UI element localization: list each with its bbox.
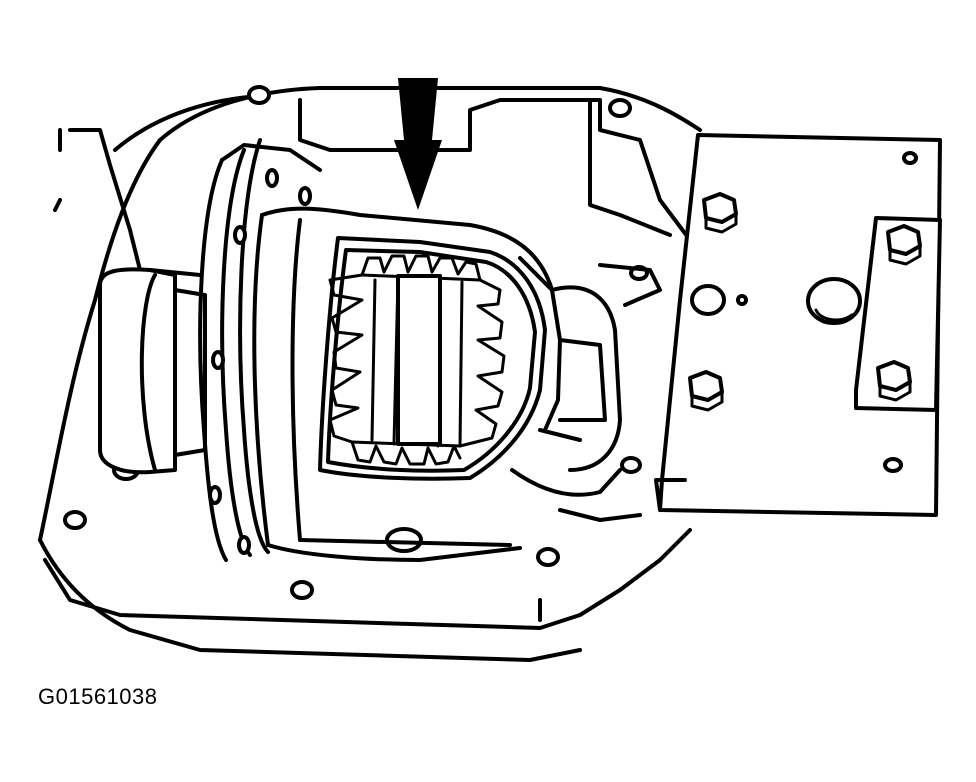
left-bearing-cap: [98, 267, 207, 475]
hex-bolt-icon: [702, 192, 738, 234]
figure-id-label: G01561038: [38, 684, 158, 709]
hex-bolts: [688, 192, 922, 412]
differential-case: [252, 206, 562, 562]
down-arrow-icon: [394, 78, 442, 210]
bearing-cap-block: [806, 216, 942, 412]
hex-bolt-icon: [886, 224, 922, 266]
bearing-cap-plate: [654, 133, 942, 517]
hex-bolt-icon: [688, 370, 724, 412]
case-window: [318, 236, 547, 481]
housing-bolt-holes: [63, 85, 649, 600]
pinion-shaft: [396, 274, 442, 446]
hex-bolt-icon: [876, 360, 912, 402]
axle-housing: [38, 86, 702, 662]
right-bearing-support: [510, 263, 662, 522]
ring-gear-flange: [198, 138, 322, 562]
